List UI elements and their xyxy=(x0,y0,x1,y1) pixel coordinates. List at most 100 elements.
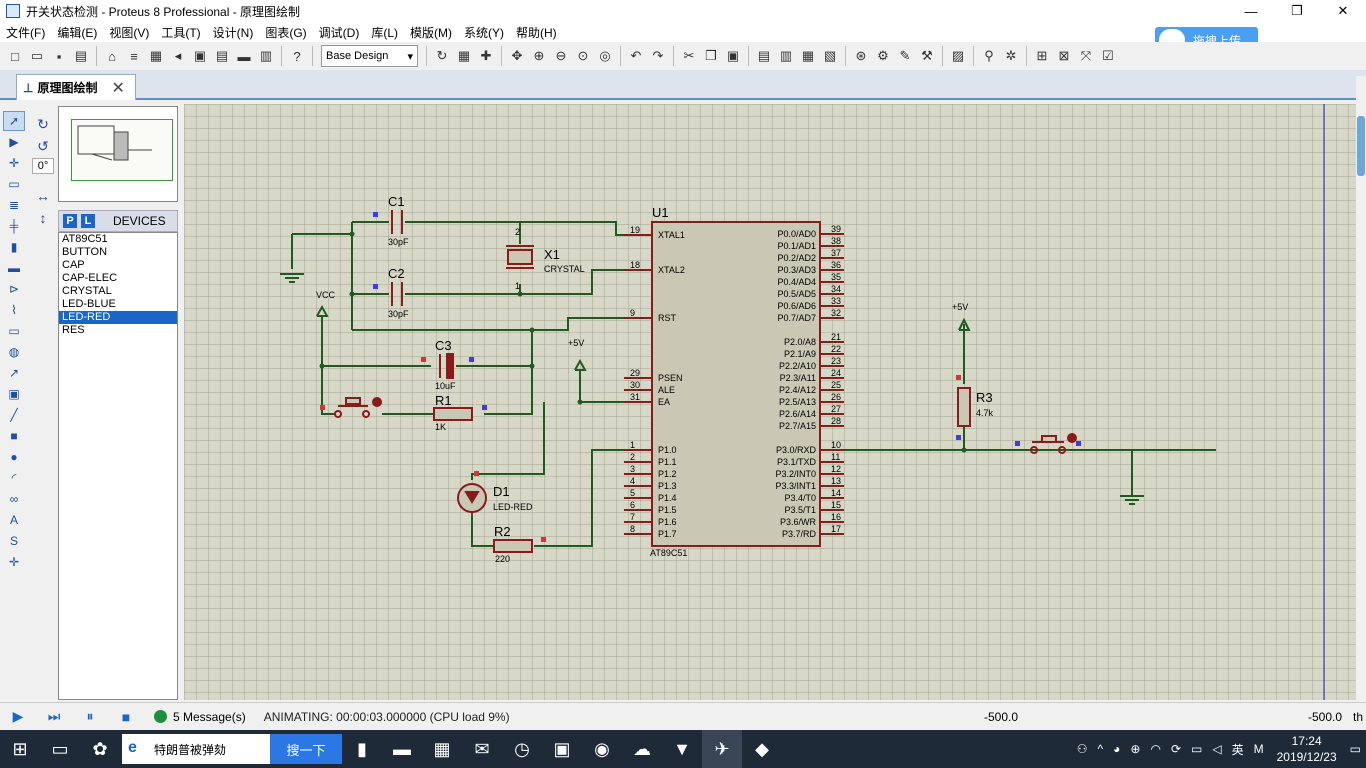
block-copy-icon[interactable]: ▤ xyxy=(757,48,771,63)
buses-icon[interactable]: ╪ xyxy=(9,219,19,233)
grid-icon[interactable]: ▦ xyxy=(457,48,471,63)
menu-help[interactable]: 帮助(H) xyxy=(516,25,557,40)
pause-icon[interactable]: ⏸ xyxy=(86,708,94,724)
voltage-probe-icon[interactable]: ↗ xyxy=(8,366,20,380)
make-device-icon[interactable]: ⚙ xyxy=(877,48,889,63)
packaging-icon[interactable]: ✎ xyxy=(899,48,911,63)
qq-icon[interactable]: ◕ xyxy=(1113,742,1121,756)
gerber-icon[interactable]: ◂ xyxy=(174,48,182,63)
stop-icon[interactable]: ■ xyxy=(121,708,131,725)
box-icon[interactable]: ■ xyxy=(10,429,18,443)
clock-app-icon[interactable]: ◷ xyxy=(514,738,530,759)
volume-icon[interactable]: ◁ xyxy=(1212,742,1222,756)
property-assign-icon[interactable]: ✲ xyxy=(1005,48,1017,63)
menu-view[interactable]: 视图(V) xyxy=(109,25,150,40)
rotate-clockwise-icon[interactable]: ↻ xyxy=(37,115,49,132)
redo-icon[interactable]: ↷ xyxy=(652,48,664,63)
electrical-rule-check-icon[interactable]: ☑ xyxy=(1102,48,1114,63)
search-tag-icon[interactable]: ⚲ xyxy=(984,48,994,63)
list-item[interactable]: AT89C51 xyxy=(62,233,108,245)
undo-icon[interactable]: ↶ xyxy=(630,48,642,63)
schematic-icon[interactable]: ≡ xyxy=(130,48,138,64)
list-item[interactable]: BUTTON xyxy=(62,246,108,258)
block-delete-icon[interactable]: ▧ xyxy=(823,48,837,63)
close-button[interactable]: ✕ xyxy=(1337,3,1349,18)
overview-window[interactable] xyxy=(58,106,178,202)
baidu-netdisk-icon[interactable]: ☁ xyxy=(633,738,651,759)
zoom-area-icon[interactable]: ◎ xyxy=(599,48,611,63)
close-icon[interactable]: ✕ xyxy=(111,79,125,97)
tape-recorder-icon[interactable]: ▭ xyxy=(8,324,20,338)
wire-label-icon[interactable]: ▭ xyxy=(8,177,20,191)
open-folder-icon[interactable]: ▭ xyxy=(30,48,44,63)
search-button[interactable]: 搜一下 xyxy=(270,734,342,764)
marker-icon[interactable]: ✛ xyxy=(8,555,20,569)
sync-icon[interactable]: ⟳ xyxy=(1170,742,1181,756)
virtual-instruments-icon[interactable]: ▣ xyxy=(8,387,20,401)
list-item[interactable]: CRYSTAL xyxy=(62,285,112,297)
plus-icon[interactable]: ⊕ xyxy=(1130,742,1141,756)
list-item[interactable]: LED-BLUE xyxy=(62,298,116,310)
pan-icon[interactable]: ✥ xyxy=(511,48,523,63)
symbol-icon[interactable]: S xyxy=(9,534,18,548)
iqiyi-icon[interactable]: ▣ xyxy=(553,738,571,759)
input-method-icon[interactable]: M xyxy=(1253,742,1264,756)
library-button[interactable]: L xyxy=(81,214,95,228)
graph-icon[interactable]: ⌇ xyxy=(11,303,17,317)
ime-indicator[interactable]: 英 xyxy=(1231,742,1244,757)
terminals-icon[interactable]: ▬ xyxy=(8,261,20,275)
file-explorer-icon[interactable]: ▬ xyxy=(393,738,411,759)
new-sheet-icon[interactable]: ⊞ xyxy=(1036,48,1048,63)
text-icon[interactable]: A xyxy=(9,513,18,527)
fan-app-icon[interactable]: ✿ xyxy=(92,738,108,759)
mirror-vertical-icon[interactable]: ↕ xyxy=(39,210,47,226)
pick-device-icon[interactable]: ⊛ xyxy=(855,48,867,63)
circle-icon[interactable]: ● xyxy=(10,450,18,464)
cut-icon[interactable]: ✂ xyxy=(683,48,695,63)
subcircuit-icon[interactable]: ▮ xyxy=(10,240,18,254)
copy-icon[interactable]: ❐ xyxy=(705,48,717,63)
list-item-selected[interactable]: LED-RED xyxy=(59,311,177,324)
source-code-icon[interactable]: ▬ xyxy=(237,48,251,64)
minimize-button[interactable]: — xyxy=(1244,3,1258,19)
zoom-in-icon[interactable]: ⊕ xyxy=(533,48,545,63)
user-icon[interactable]: ⚇ xyxy=(1076,742,1088,756)
paint-icon[interactable]: ◆ xyxy=(755,738,769,759)
save-icon[interactable]: ▪ xyxy=(56,48,62,64)
menu-debug[interactable]: 调试(D) xyxy=(318,25,360,40)
zoom-all-icon[interactable]: ⊙ xyxy=(577,48,589,63)
clock[interactable]: 17:24 2019/12/23 xyxy=(1277,733,1337,765)
selection-mode-icon[interactable]: ➚ xyxy=(3,111,25,131)
junction-dot-icon[interactable]: ✛ xyxy=(8,156,20,170)
wifi-icon[interactable]: ◠ xyxy=(1150,742,1161,756)
menu-file[interactable]: 文件(F) xyxy=(6,25,46,40)
rotate-anticlockwise-icon[interactable]: ↺ xyxy=(37,137,49,154)
notification-icon[interactable]: ▭ xyxy=(1349,742,1361,756)
mirror-horizontal-icon[interactable]: ↔ xyxy=(36,188,50,204)
new-file-icon[interactable]: □ xyxy=(11,48,19,64)
decompose-icon[interactable]: ⚒ xyxy=(921,48,933,63)
menu-design[interactable]: 设计(N) xyxy=(212,25,254,40)
3d-view-icon[interactable]: ▣ xyxy=(193,48,207,63)
design-select[interactable]: Base Design▾ xyxy=(321,45,418,67)
pcb-icon[interactable]: ▦ xyxy=(149,48,163,63)
line-icon[interactable]: ╱ xyxy=(10,408,18,422)
arc-icon[interactable]: ◜ xyxy=(11,471,17,485)
pick-devices-button[interactable]: P xyxy=(63,214,77,228)
device-pins-icon[interactable]: ⊳ xyxy=(8,282,20,296)
maximize-button[interactable]: ❐ xyxy=(1291,3,1303,18)
menu-graph[interactable]: 图表(G) xyxy=(265,25,307,40)
block-rotate-icon[interactable]: ▦ xyxy=(801,48,815,63)
proteus-icon[interactable]: ✈ xyxy=(702,730,742,768)
tab-schematic-capture[interactable]: ⊥ 原理图绘制 ✕ xyxy=(16,74,136,100)
path-icon[interactable]: ∞ xyxy=(9,492,19,506)
list-item[interactable]: CAP xyxy=(62,259,85,271)
list-item[interactable]: RES xyxy=(62,324,85,336)
taskbar-search[interactable]: e 特朗普被弹劾 xyxy=(122,734,270,764)
chevron-up-icon[interactable]: ^ xyxy=(1097,742,1104,756)
scrollbar-thumb[interactable] xyxy=(1357,116,1365,176)
menu-tools[interactable]: 工具(T) xyxy=(161,25,201,40)
play-icon[interactable]: ▶ xyxy=(12,708,24,724)
messages-indicator[interactable]: 5 Message(s) xyxy=(154,710,246,724)
generator-icon[interactable]: ◍ xyxy=(8,345,20,359)
